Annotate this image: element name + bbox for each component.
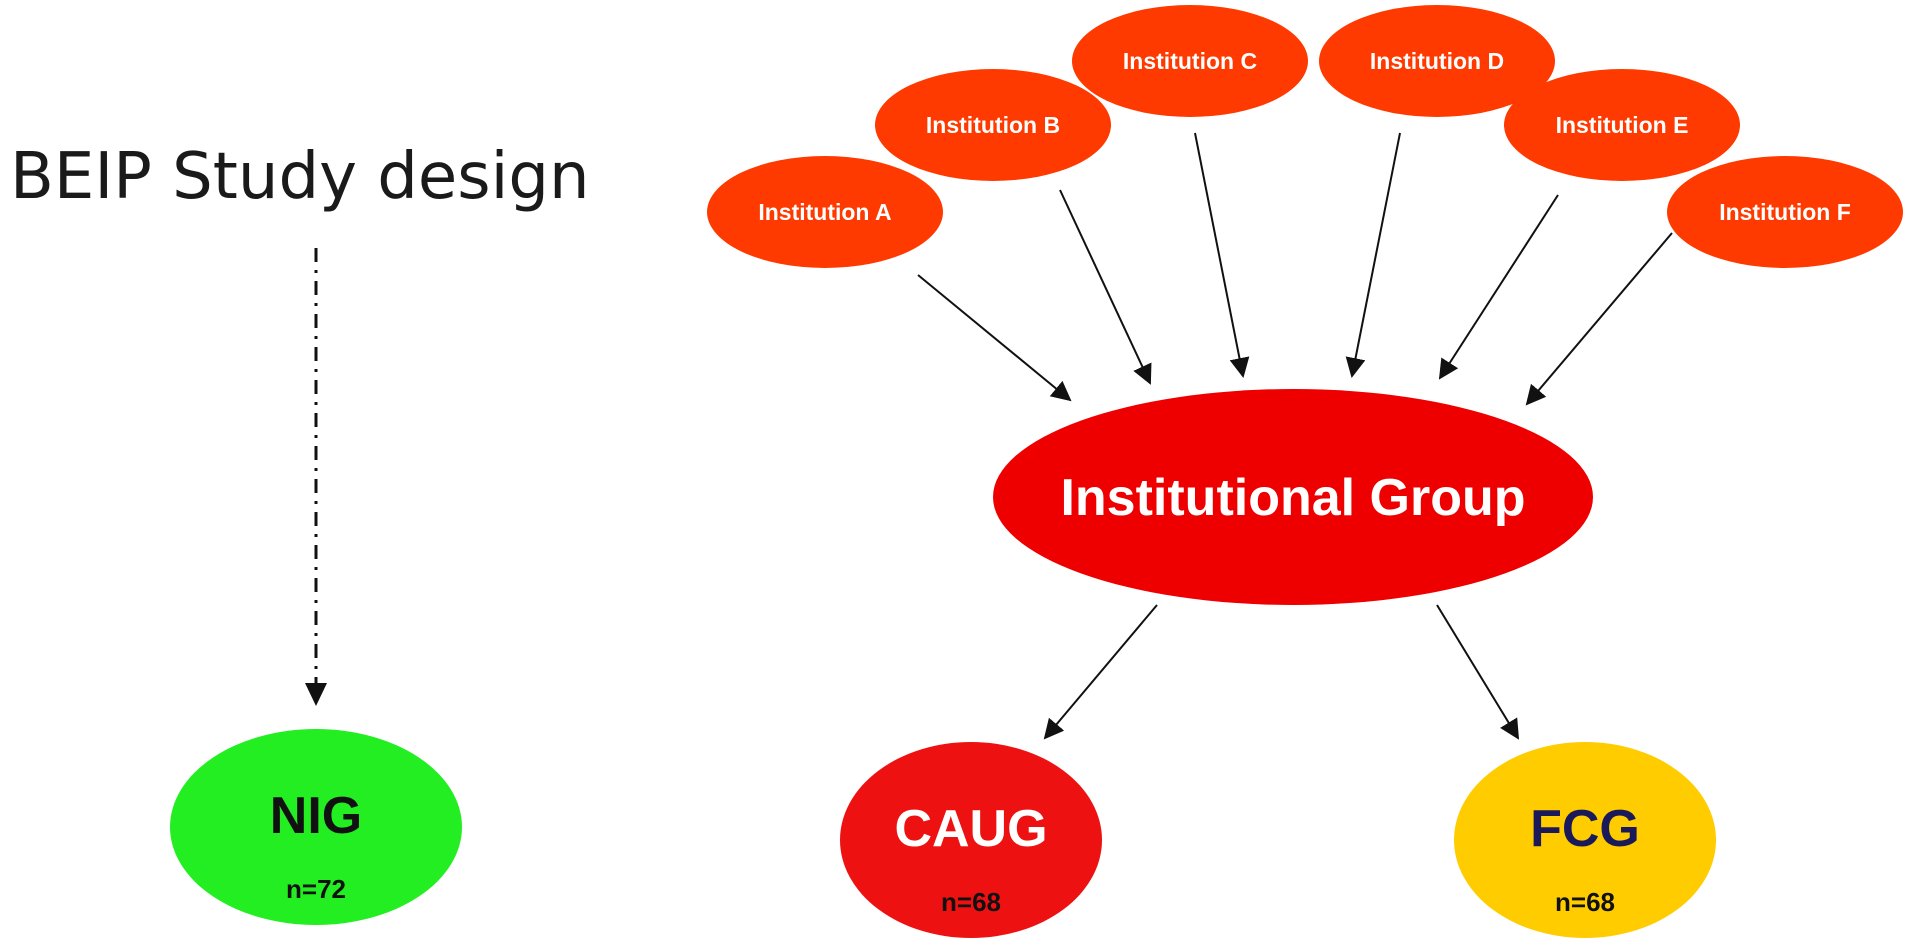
institution-f-ellipse	[1667, 156, 1903, 268]
institution-c-label: Institution C	[1123, 48, 1257, 74]
institutional-group: Institutional Group	[993, 389, 1593, 605]
caug-ellipse	[840, 742, 1102, 938]
arrow-institution-b	[1059, 189, 1152, 385]
institutional-group-ellipse	[993, 389, 1593, 605]
institution-b: Institution B	[875, 69, 1111, 181]
fcg-ellipse	[1454, 742, 1716, 938]
institution-e: Institution E	[1504, 69, 1740, 181]
institution-b-ellipse	[875, 69, 1111, 181]
arrow-institution-f	[1525, 232, 1673, 406]
arrow-institution-c	[1194, 132, 1250, 378]
institution-b-label: Institution B	[926, 112, 1060, 138]
institution-a: Institution A	[707, 156, 943, 268]
nig-group: NIG n=72	[170, 729, 462, 925]
institution-e-label: Institution E	[1556, 112, 1689, 138]
caug-group: CAUG n=68	[840, 742, 1102, 938]
institution-c: Institution C	[1072, 5, 1308, 117]
institution-d: Institution D	[1319, 5, 1555, 117]
institution-d-label: Institution D	[1370, 48, 1504, 74]
institution-a-ellipse	[707, 156, 943, 268]
fcg-count: n=68	[1555, 887, 1615, 917]
arrow-institution-a	[917, 274, 1072, 402]
institutional-group-label: Institutional Group	[1060, 469, 1525, 527]
institution-d-ellipse	[1319, 5, 1555, 117]
nig-count: n=72	[286, 874, 346, 904]
arrow-to-caug	[1043, 604, 1158, 740]
institution-f-label: Institution F	[1719, 199, 1851, 225]
institution-e-ellipse	[1504, 69, 1740, 181]
fcg-group: FCG n=68	[1454, 742, 1716, 938]
diagram-title: BEIP Study design	[10, 140, 590, 214]
institution-c-ellipse	[1072, 5, 1308, 117]
nig-arrowhead	[305, 683, 327, 706]
institution-a-label: Institution A	[758, 199, 891, 225]
arrow-to-fcg	[1436, 604, 1520, 740]
nig-ellipse	[170, 729, 462, 925]
caug-label: CAUG	[894, 800, 1047, 858]
institution-f: Institution F	[1667, 156, 1903, 268]
arrow-institution-e	[1438, 194, 1559, 380]
caug-count: n=68	[941, 887, 1001, 917]
nig-label: NIG	[270, 787, 362, 845]
arrow-institution-d	[1345, 132, 1401, 378]
fcg-label: FCG	[1530, 800, 1640, 858]
